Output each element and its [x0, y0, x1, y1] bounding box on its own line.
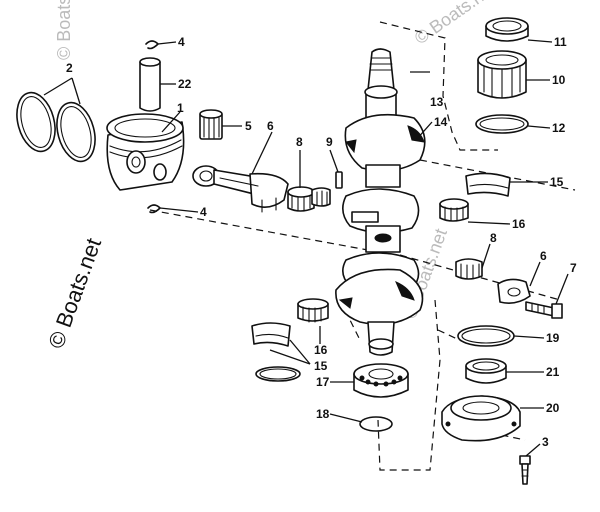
lower-seal: [465, 358, 507, 384]
bearing-retainer-half-lower: [251, 322, 291, 347]
callout-5: 5: [245, 119, 252, 133]
bearing-cage-right: [439, 198, 469, 222]
callout-6-top: 6: [267, 119, 274, 133]
bearing-cage-upper-left: [287, 186, 315, 212]
callout-11: 11: [554, 35, 567, 49]
ball-bearing: [353, 363, 409, 398]
bearing-retainer-half-upper: [465, 172, 511, 197]
rod-bolt: [525, 301, 563, 319]
callout-15-top: 15: [550, 175, 564, 189]
bearing-housing: [441, 395, 521, 442]
housing-screw: [519, 455, 531, 485]
rod-cap: [497, 278, 531, 304]
callout-21: 21: [546, 365, 560, 379]
wrist-pin: [139, 57, 161, 112]
dowel-pin: [335, 171, 343, 189]
callout-3: 3: [542, 435, 549, 449]
needle-bearing-small: [199, 109, 223, 140]
bearing-cage-left-lower: [297, 298, 329, 323]
callout-13: 13: [430, 95, 444, 109]
callout-8-top: 8: [296, 135, 303, 149]
callout-16-bottom: 16: [314, 343, 328, 357]
callout-17: 17: [316, 375, 330, 389]
watermark-main: © Boats.net: [43, 235, 106, 352]
callout-2: 2: [66, 61, 73, 75]
bearing-cage-right-lower: [455, 258, 483, 280]
callout-19: 19: [546, 331, 560, 345]
callout-14: 14: [434, 115, 448, 129]
callout-10: 10: [552, 73, 566, 87]
o-ring-lower: [457, 325, 515, 347]
callout-7: 7: [570, 261, 577, 275]
crankshaft: [335, 48, 426, 356]
callout-9: 9: [326, 135, 333, 149]
retaining-clip-top: [145, 40, 159, 50]
callout-1: 1: [177, 101, 184, 115]
piston-rings: [16, 91, 96, 163]
callout-15-bottom: 15: [314, 359, 328, 373]
o-ring-upper: [475, 114, 529, 134]
needle-bearing-large: [477, 50, 527, 99]
watermark-faint-1: © Boats.net: [54, 0, 74, 60]
callout-16-top: 16: [512, 217, 526, 231]
callout-20: 20: [546, 401, 560, 415]
callout-12: 12: [552, 121, 566, 135]
callout-8-right: 8: [490, 231, 497, 245]
callout-22: 22: [178, 77, 192, 91]
callout-4-top: 4: [178, 35, 185, 49]
connecting-rod: [192, 165, 289, 213]
oil-seal: [485, 17, 529, 42]
bearing-cage-upper-right: [311, 187, 331, 207]
snap-ring: [359, 416, 393, 432]
piston: [106, 113, 185, 191]
callout-4-bottom: 4: [200, 205, 207, 219]
callout-6-right: 6: [540, 249, 547, 263]
retaining-ring: [255, 366, 301, 382]
callout-18: 18: [316, 407, 330, 421]
retaining-clip-bottom: [147, 204, 161, 214]
leader-lines: [43, 39, 569, 457]
callout-numbers: 4 2 22 1 5 6 8 9 4 13 14 11 10 12 15 16 …: [66, 35, 577, 449]
